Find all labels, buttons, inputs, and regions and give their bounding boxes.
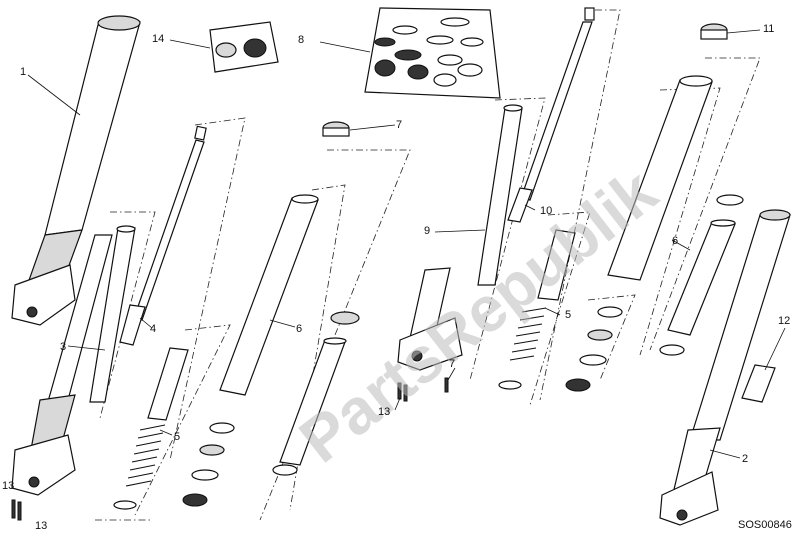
callout-8: 8 bbox=[298, 34, 304, 46]
fork-tube-seal-kit-left bbox=[182, 194, 360, 507]
assembly-guide-lines bbox=[95, 9, 761, 521]
callout-13-b: 13 bbox=[35, 520, 47, 532]
callout-11: 11 bbox=[763, 23, 774, 35]
callout-5-left: 5 bbox=[174, 431, 180, 443]
spring-assembly-left bbox=[113, 347, 189, 510]
callout-numbers: 1 3 4 5 6 14 8 7 9 10 5 6 7 11 12 2 13 1… bbox=[2, 23, 790, 532]
callout-14: 14 bbox=[152, 33, 164, 45]
callout-4: 4 bbox=[150, 323, 156, 335]
top-cap-right bbox=[700, 23, 728, 40]
callout-10: 10 bbox=[540, 205, 552, 217]
callout-12: 12 bbox=[778, 315, 790, 327]
callout-7-top: 7 bbox=[396, 119, 402, 131]
fork-slider-left bbox=[11, 234, 113, 496]
fork-tube-seal-kit-right bbox=[565, 75, 744, 392]
callout-7-bottom: 7 bbox=[449, 358, 455, 370]
top-cap-nut bbox=[322, 121, 350, 137]
callout-9: 9 bbox=[424, 225, 430, 237]
callout-2: 2 bbox=[742, 453, 748, 465]
callout-13-a: 13 bbox=[2, 480, 14, 492]
protector-plate bbox=[741, 364, 776, 403]
fork-leg-assembly-right bbox=[659, 209, 791, 526]
callout-6-right: 6 bbox=[672, 235, 678, 247]
damper-rod-right bbox=[507, 7, 595, 223]
seal-kit-box-large bbox=[364, 7, 501, 99]
callout-3: 3 bbox=[60, 341, 66, 353]
callout-1: 1 bbox=[20, 66, 26, 78]
callout-13-c: 13 bbox=[378, 406, 390, 418]
seal-kit-box-small bbox=[209, 21, 279, 73]
leader-lines bbox=[27, 29, 786, 459]
drawing-code: SOS00846 bbox=[738, 519, 792, 531]
fork-leg-assembly-middle bbox=[397, 104, 523, 371]
callout-5-right: 5 bbox=[565, 309, 571, 321]
callout-6-left: 6 bbox=[296, 323, 302, 335]
fork-leg-assembly-left bbox=[11, 15, 141, 326]
inner-tube-left bbox=[89, 225, 136, 403]
spring-assembly-right bbox=[498, 229, 576, 390]
